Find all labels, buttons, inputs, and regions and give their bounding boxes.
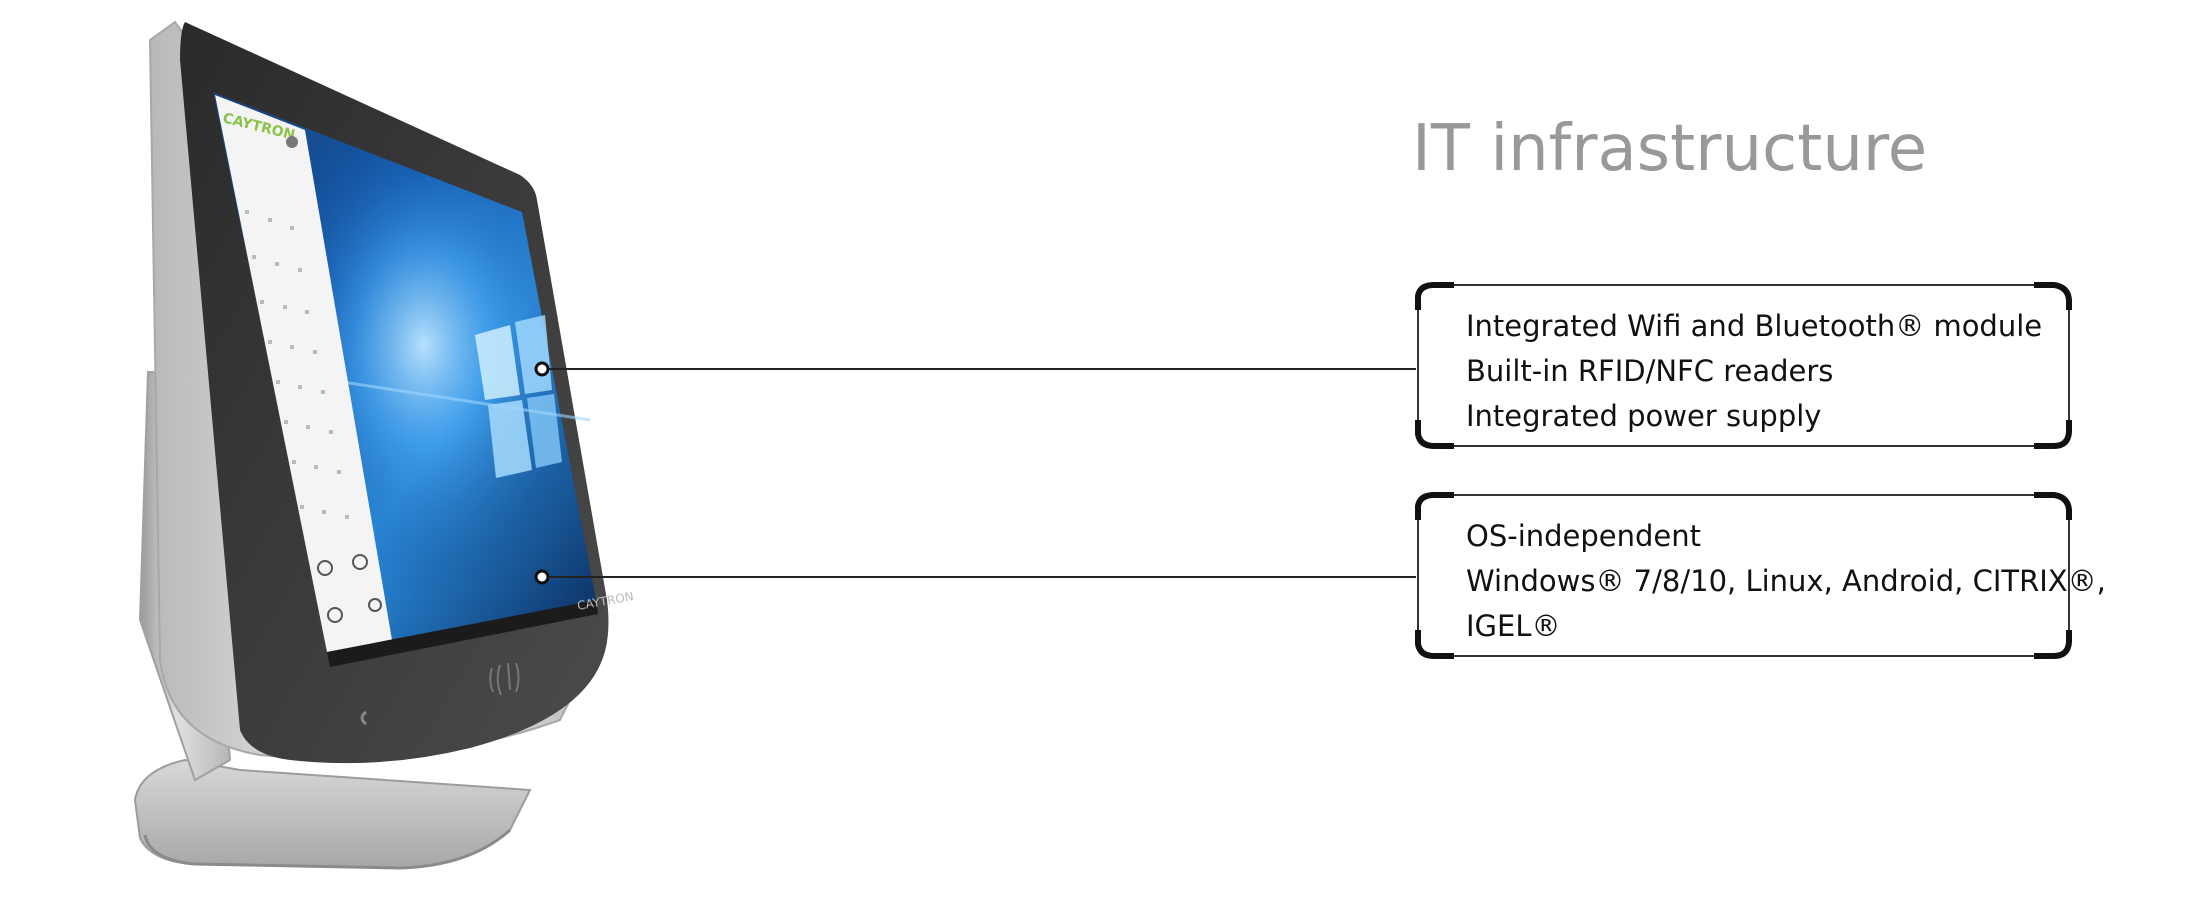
callout-connector-1: [534, 361, 1416, 377]
page-title: IT infrastructure: [1412, 112, 1928, 186]
feature-line: IGEL®: [1466, 609, 1561, 643]
feature-line: OS-independent: [1466, 519, 1702, 553]
power-icon: [360, 710, 367, 726]
feature-line: Integrated power supply: [1466, 399, 1822, 433]
feature-line: Integrated Wifi and Bluetooth® module: [1466, 309, 2043, 343]
feature-box-2-frame: [1415, 492, 2072, 659]
feature-box-os: OS-independent Windows® 7/8/10, Linux, A…: [1416, 493, 2106, 657]
windows-logo-icon: [475, 315, 562, 478]
feature-line: Built-in RFID/NFC readers: [1466, 354, 1834, 388]
feature-box-1-frame: [1415, 282, 2072, 449]
callout-connector-2: [534, 569, 1416, 585]
taskbar: [327, 600, 598, 667]
stand-base: [133, 758, 532, 870]
feature-line: Windows® 7/8/10, Linux, Android, CITRIX®…: [1466, 564, 2106, 598]
screen: CAYTRON: [213, 92, 598, 667]
feature-box-connectivity: Integrated Wifi and Bluetooth® module Bu…: [1416, 283, 2070, 447]
nfc-reader-icon: [489, 662, 520, 696]
